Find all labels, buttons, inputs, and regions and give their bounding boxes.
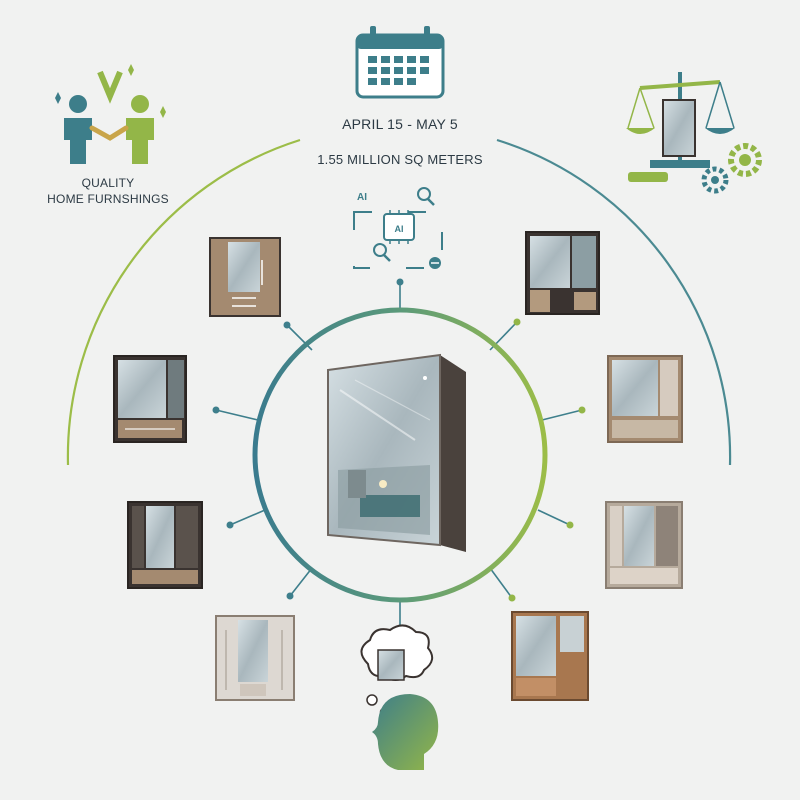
wardrobe-right-low (605, 501, 683, 589)
head-icon (372, 694, 439, 770)
central-wardrobe (327, 353, 466, 552)
calendar-icon (355, 26, 445, 99)
wardrobe-bottom-right (511, 611, 589, 701)
handshake-icon (55, 64, 166, 164)
quality-subtitle: HOME FURNSHINGS (47, 192, 169, 206)
ai-chip-icon (353, 187, 443, 269)
gear-icon (701, 143, 762, 194)
spoke-dots (212, 278, 586, 642)
central-ring (252, 307, 548, 603)
event-area: 1.55 MILLION SQ METERS (317, 152, 483, 167)
wardrobe-left-low (127, 501, 203, 589)
wardrobe-left-mid (113, 355, 187, 443)
wardrobe-top-left (209, 237, 281, 317)
ai-corner-label: AI (357, 192, 367, 203)
event-date-range: April 15 - May 5 (342, 116, 458, 132)
thought-bubble-icon (360, 624, 434, 717)
quality-title: QUALITY (81, 176, 135, 190)
outer-arc (66, 138, 301, 466)
scales-icon (626, 72, 735, 182)
wardrobe-top-right (525, 231, 600, 315)
spokes (215, 282, 583, 638)
wardrobe-right-mid (607, 355, 683, 443)
ai-chip-label: AI (395, 224, 404, 234)
wardrobe-bottom-left (215, 615, 295, 701)
outer-arc-right (496, 138, 732, 466)
